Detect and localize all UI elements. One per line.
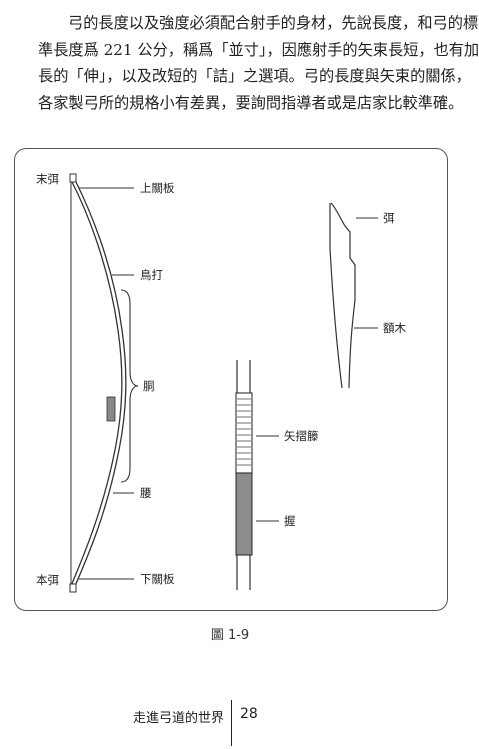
label-grip: 握: [284, 514, 296, 528]
footer-book-title: 走進弓道的世界: [132, 711, 224, 726]
label-tip-wood: 額木: [383, 321, 406, 335]
bow-diagram: 末弭 上關板 鳥打 胴 腰 本弭 下關板 弭 額木 矢摺籐 握: [36, 172, 406, 593]
grip-wrap: [235, 472, 253, 556]
paragraph-line-1: 弓的長度以及強度必須配合射手的身材，先說長度，和弓的標: [68, 14, 479, 32]
grip-detail: [235, 360, 279, 590]
figure-frame: [14, 148, 448, 611]
tip-detail: [329, 202, 378, 389]
label-upper-joint: 上關板: [140, 181, 175, 195]
label-middle-section: 胴: [143, 379, 155, 393]
bow-limb-outer: [70, 179, 123, 587]
label-tip: 弭: [383, 211, 395, 225]
label-bottom-tip: 本弭: [36, 573, 59, 587]
label-lower-section: 腰: [140, 486, 152, 500]
tip-outline-right: [330, 202, 356, 389]
label-upper-section: 鳥打: [140, 268, 163, 282]
bow-illustration: [69, 173, 139, 593]
label-lower-joint: 下關板: [140, 572, 175, 586]
bow-grip: [106, 396, 116, 422]
label-rattan: 矢摺籐: [284, 429, 319, 443]
paragraph-line-3: 長的「伸」，以及改短的「詰」之選項。弓的長度與矢束的關係，: [38, 67, 471, 85]
paragraph-line-2: 準長度爲 221 公分，稱爲「並寸」，因應射手的矢束長短，也有加: [38, 40, 479, 59]
rattan-wrap-lines: [237, 398, 251, 466]
lower-tip: [69, 583, 77, 593]
body-paragraph: 弓的長度以及強度必須配合射手的身材，先說長度，和弓的標 準長度爲 221 公分，…: [38, 10, 479, 116]
figure-caption: 圖 1-9: [210, 628, 250, 643]
bow-limb-inner: [74, 179, 127, 587]
page-number: 28: [240, 706, 258, 722]
tip-outline-left: [329, 203, 343, 389]
label-top-tip: 末弭: [36, 172, 59, 186]
upper-tip: [69, 173, 77, 183]
paragraph-line-4: 各家製弓所的規格小有差異，要詢問指導者或是店家比較準確。: [38, 93, 464, 112]
middle-section-brace: [120, 289, 139, 483]
footer-divider: [231, 700, 233, 746]
